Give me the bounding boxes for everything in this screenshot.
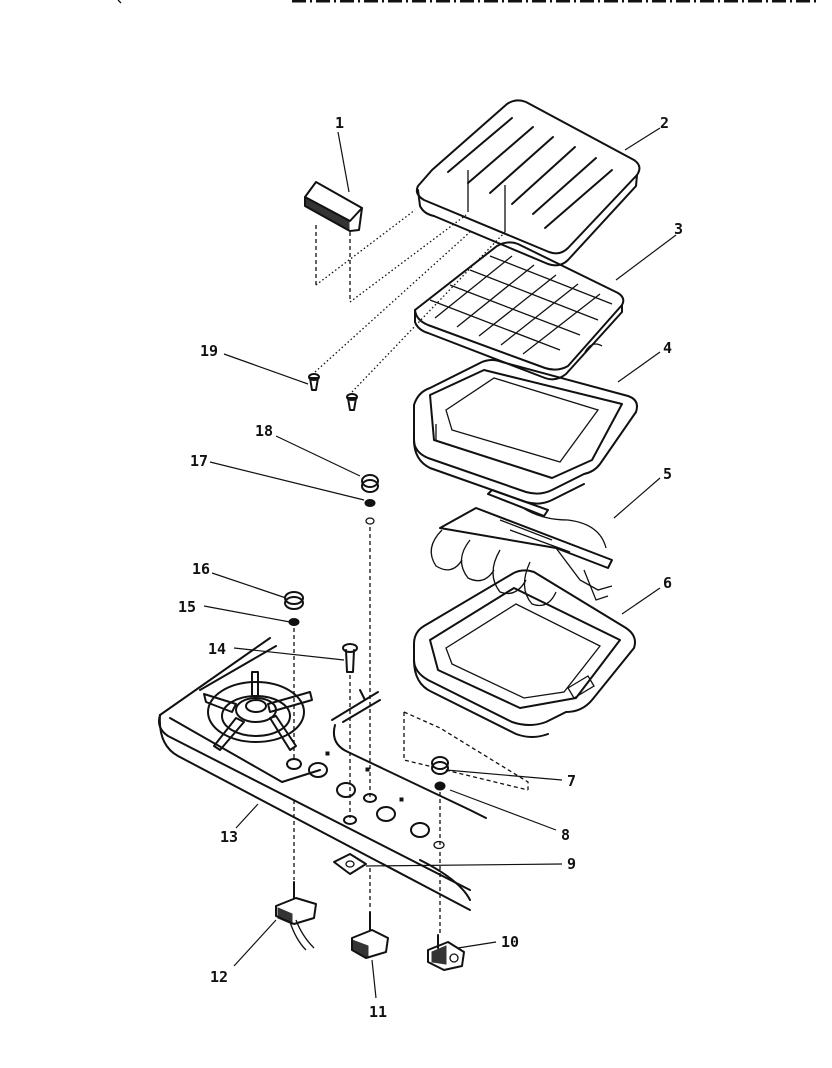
- burner-grate-part: [203, 671, 313, 751]
- valve-part: [427, 934, 465, 971]
- callout-15: 15: [178, 598, 196, 616]
- pin-part: [342, 643, 358, 818]
- callout-labels: 1 2 3 4 5 6 7 8 9 10 11 12 13 14 15 16 1…: [178, 114, 683, 1021]
- screws-part: [308, 209, 506, 411]
- valve-knob-part: [431, 756, 449, 935]
- handle-part: [304, 181, 363, 302]
- callout-17: 17: [190, 452, 208, 470]
- callout-14: 14: [208, 640, 226, 658]
- callout-1: 1: [335, 114, 344, 132]
- cooktop-panel-part: [158, 637, 529, 911]
- callout-16: 16: [192, 560, 210, 578]
- heating-element-part: [430, 489, 613, 607]
- callout-8: 8: [561, 826, 570, 844]
- grid-rack-part: [414, 241, 625, 381]
- leader-lines: [203, 127, 677, 999]
- top-edge-artifact: [117, 0, 820, 4]
- callout-19: 19: [200, 342, 218, 360]
- broiler-top-part: [415, 99, 641, 267]
- callout-4: 4: [663, 339, 672, 357]
- callout-7: 7: [567, 772, 576, 790]
- callout-10: 10: [501, 933, 519, 951]
- callout-9: 9: [567, 855, 576, 873]
- cap-part: [361, 474, 379, 800]
- callout-11: 11: [369, 1003, 387, 1021]
- callout-12: 12: [210, 968, 228, 986]
- callout-2: 2: [660, 114, 669, 132]
- gasket-part: [333, 853, 367, 875]
- callout-18: 18: [255, 422, 273, 440]
- callout-6: 6: [663, 574, 672, 592]
- switch-wired-part: [275, 800, 317, 951]
- callout-5: 5: [663, 465, 672, 483]
- grease-tray-part: [413, 359, 638, 505]
- switch-part: [351, 868, 389, 959]
- callout-13: 13: [220, 828, 238, 846]
- callout-3: 3: [674, 220, 683, 238]
- broiler-pan-part: [413, 569, 636, 738]
